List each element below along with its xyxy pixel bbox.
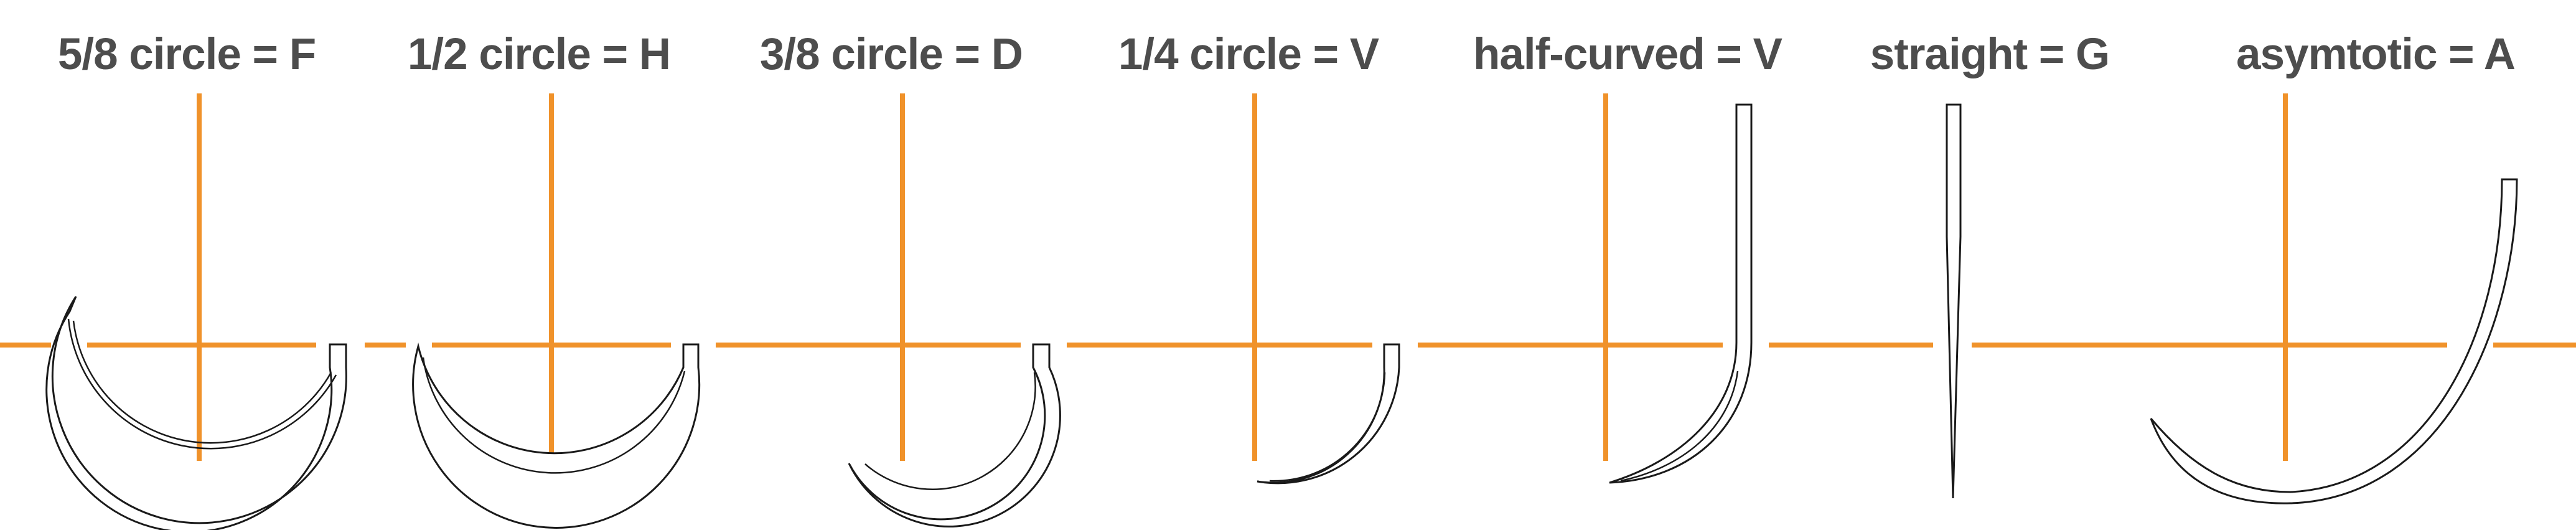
asymptotic-needle-icon [2150, 178, 2518, 504]
straight-needle-icon [1946, 103, 1962, 499]
half-circle-needle-icon [412, 343, 701, 529]
label-five-eighths-circle: 5/8 circle = F [57, 30, 316, 79]
half-curved-needle-icon [1609, 103, 1753, 484]
quarter-circle-needle-icon [1257, 343, 1400, 485]
label-three-eighths-circle: 3/8 circle = D [759, 30, 1023, 79]
needle-outlines [45, 103, 2518, 530]
label-straight: straight = G [1870, 30, 2110, 79]
five-eighths-circle-needle-icon [45, 296, 347, 530]
crosshair-axes [0, 93, 2576, 461]
label-quarter-circle: 1/4 circle = V [1118, 30, 1379, 79]
label-asymptotic: asymtotic = A [2236, 30, 2516, 79]
label-half-circle: 1/2 circle = H [407, 30, 671, 79]
label-half-curved: half-curved = V [1473, 30, 1782, 79]
three-eighths-circle-needle-icon [848, 343, 1061, 528]
